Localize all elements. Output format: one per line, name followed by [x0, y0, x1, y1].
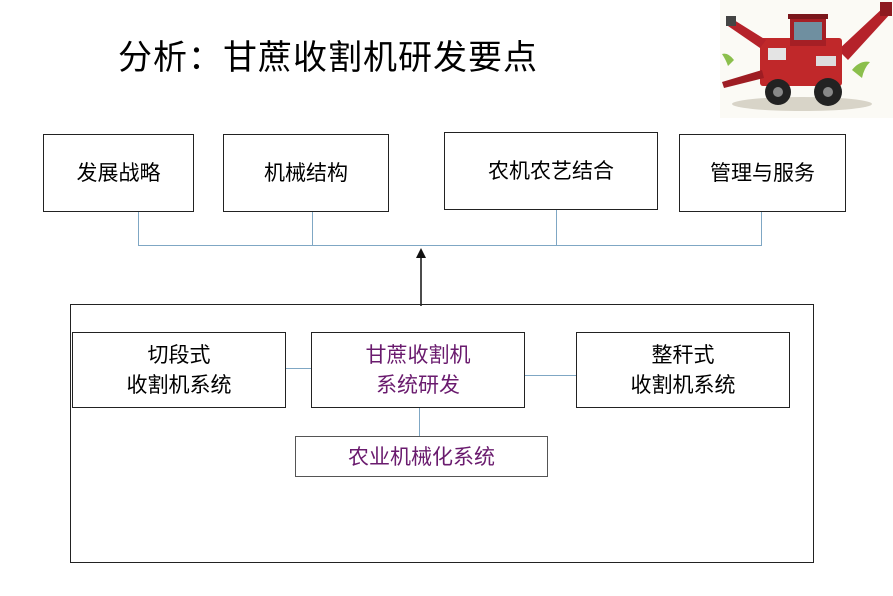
connector-line [419, 408, 420, 436]
box-whole-stalk-harvester: 整秆式 收割机系统 [576, 332, 790, 408]
box-label: 管理与服务 [710, 161, 815, 185]
box-label-line1: 整秆式 [651, 343, 715, 367]
box-label-line1: 甘蔗收割机 [365, 343, 471, 367]
box-label: 机械结构 [264, 161, 348, 185]
connector-line [761, 212, 762, 245]
page-title: 分析：甘蔗收割机研发要点 [118, 38, 538, 78]
box-agri-machinery-agronomy: 农机农艺结合 [444, 132, 658, 210]
system-frame [70, 304, 814, 563]
box-mechanical-structure: 机械结构 [223, 134, 389, 212]
connector-line [525, 375, 576, 376]
box-label-line2: 系统研发 [376, 373, 460, 397]
box-label-line2: 收割机系统 [630, 373, 736, 397]
connector-line [312, 212, 313, 245]
box-segmented-harvester: 切段式 收割机系统 [72, 332, 286, 408]
connector-line [286, 368, 311, 369]
box-management-service: 管理与服务 [679, 134, 846, 212]
horizontal-connector [138, 245, 762, 246]
box-label-line2: 收割机系统 [126, 373, 232, 397]
box-sugarcane-harvester-rnd: 甘蔗收割机 系统研发 [311, 332, 525, 408]
box-agricultural-mechanization: 农业机械化系统 [295, 436, 548, 477]
sugarcane-harvester-icon [720, 0, 893, 118]
connector-line [138, 212, 139, 245]
box-label-line1: 切段式 [147, 343, 211, 367]
box-label: 农机农艺结合 [488, 159, 614, 183]
box-development-strategy: 发展战略 [43, 134, 194, 212]
box-label: 农业机械化系统 [348, 444, 495, 469]
up-arrow-icon [414, 248, 428, 306]
connector-line [556, 210, 557, 245]
box-label: 发展战略 [76, 161, 161, 185]
